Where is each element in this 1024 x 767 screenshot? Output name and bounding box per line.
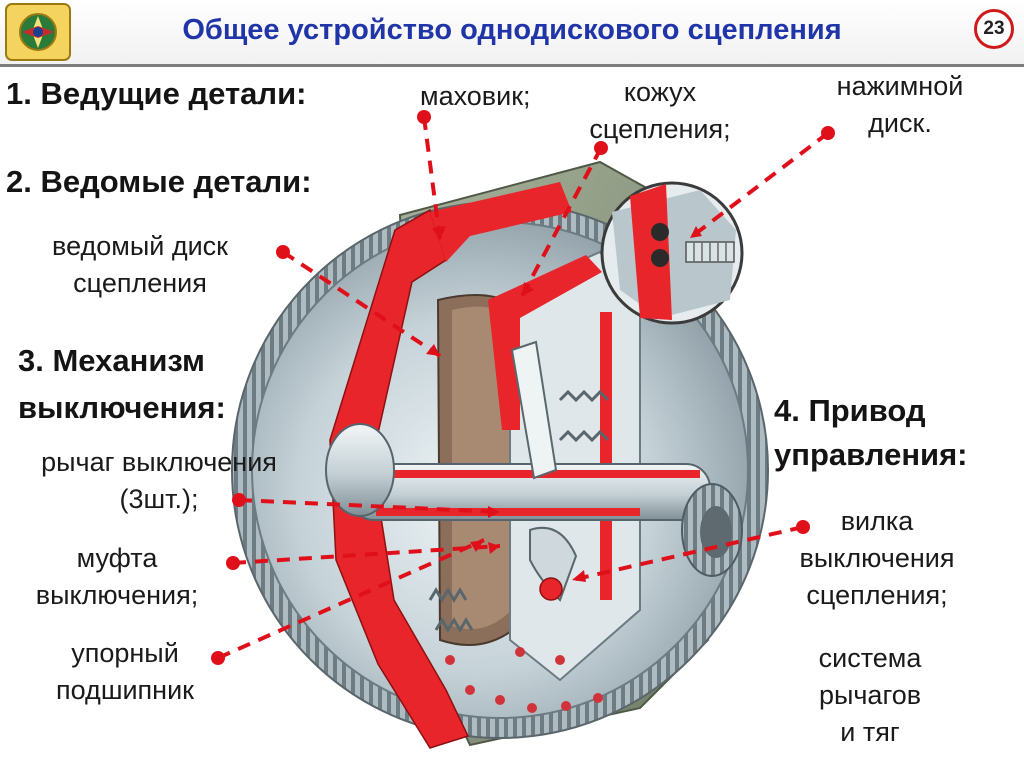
section-driven-parts: 2. Ведомые детали: — [6, 164, 312, 199]
slide-header — [0, 0, 1024, 64]
pointer-arrowheads — [426, 226, 702, 582]
pressure-springs — [428, 389, 610, 633]
label-release-fork: вилка выключения сцепления; — [799, 506, 955, 610]
clutch-cover — [488, 255, 602, 430]
pointer-dots — [211, 110, 835, 665]
label-thrust-bearing: упорный подшипник — [56, 638, 194, 705]
release-lever — [510, 340, 558, 480]
label-release-lever: рычаг выключения (3шт.); — [41, 447, 277, 514]
university-emblem-icon — [5, 3, 71, 61]
label-flywheel: маховик; — [420, 81, 531, 111]
pointer-lines — [217, 116, 830, 660]
section-driving-parts: 1. Ведущие детали: — [6, 76, 307, 111]
label-clutch-cover: кожух сцепления; — [589, 77, 731, 144]
section-release-mechanism-line2: выключения: — [18, 390, 226, 425]
section-cut-top — [430, 182, 572, 262]
label-driven-disc: ведомый диск сцепления — [52, 231, 228, 298]
page-title: Общее устройство однодискового сцепления — [182, 14, 842, 46]
header-divider — [0, 64, 1024, 67]
page-number-badge: 23 — [974, 9, 1014, 49]
flywheel-bolt-holes — [445, 647, 603, 713]
fork-pivot — [539, 577, 563, 601]
release-fork — [529, 526, 578, 602]
section-control-drive-line1: 4. Привод — [774, 393, 926, 428]
section-release-mechanism-line1: 3. Механизм — [18, 343, 205, 378]
shaft-hub-left — [325, 423, 395, 517]
label-release-sleeve: муфта выключения; — [35, 543, 199, 610]
label-pressure-disc: нажимной диск. — [836, 71, 964, 138]
label-lever-rod-system: система рычагов и тяг — [818, 643, 922, 747]
section-control-drive-line2: управления: — [774, 437, 968, 472]
